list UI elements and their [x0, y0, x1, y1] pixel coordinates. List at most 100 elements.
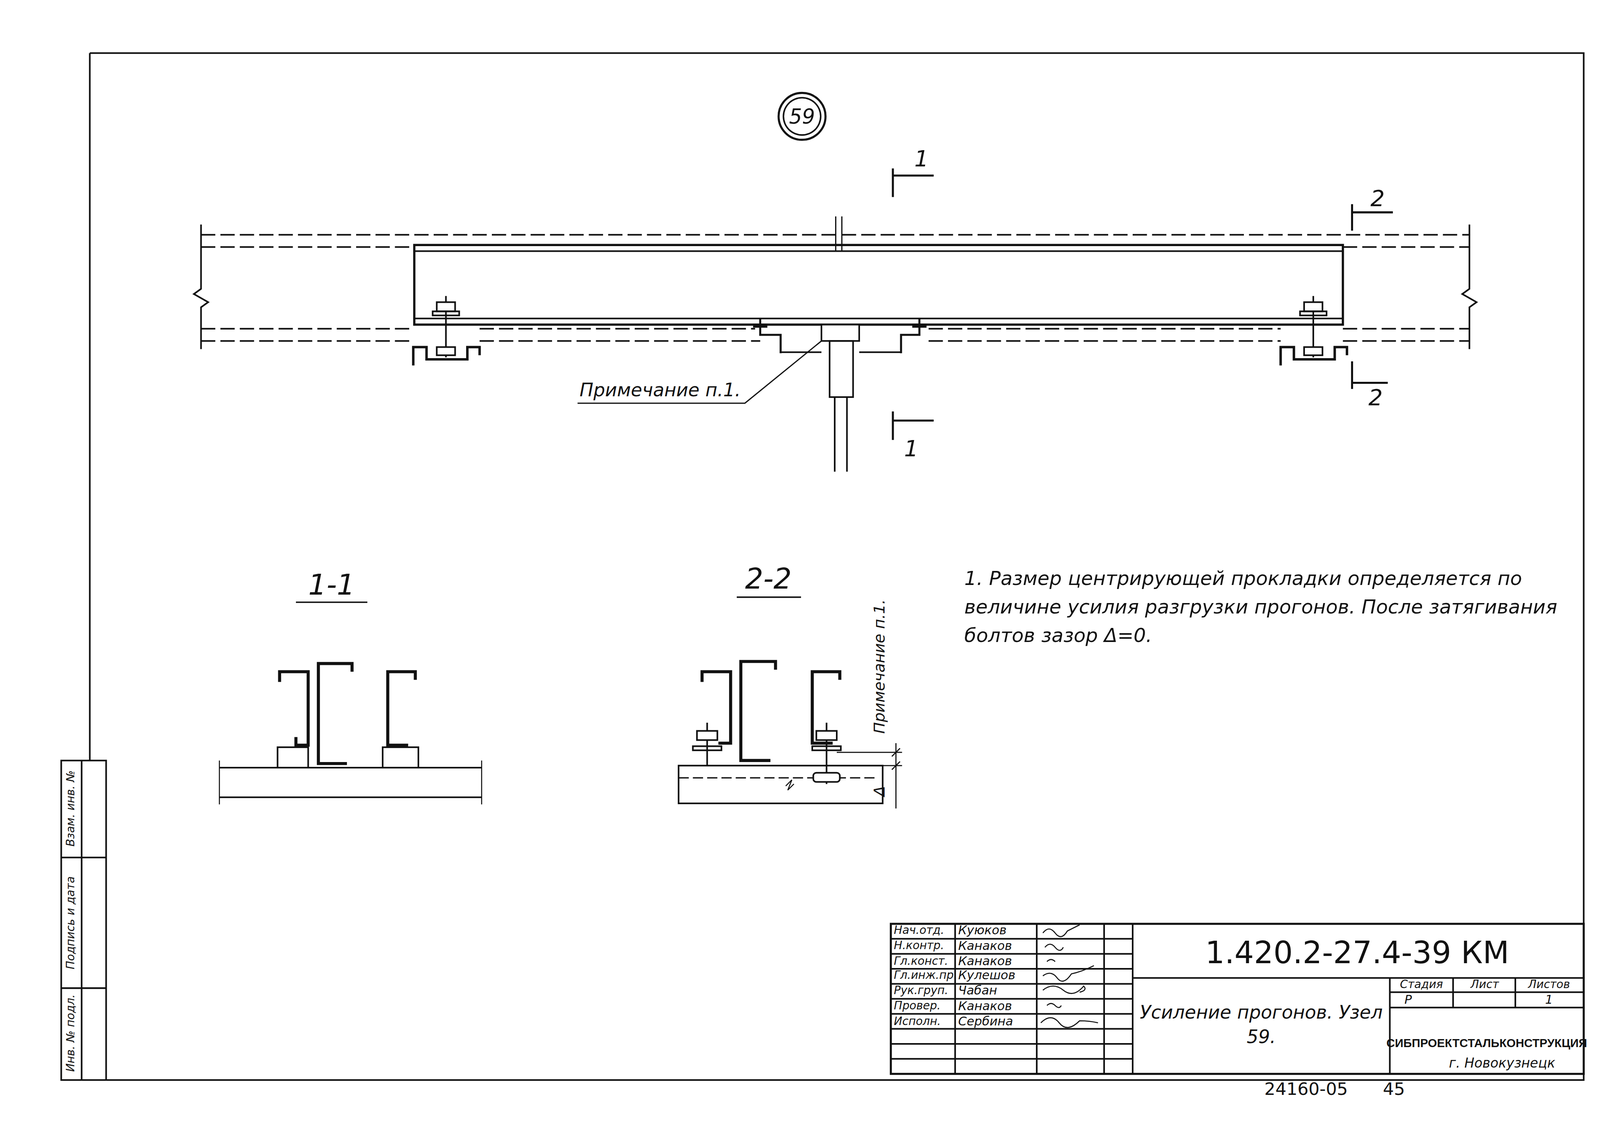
sheet-frame — [61, 760, 106, 1081]
truss-node — [753, 318, 927, 472]
header-cell: Стадия — [1400, 978, 1444, 992]
truss-node — [753, 318, 781, 353]
role-cell: Исполн. — [893, 1015, 941, 1028]
name-cell: Канаков — [957, 939, 1012, 954]
bolt-right — [1300, 311, 1327, 316]
section-1-1 — [387, 671, 416, 746]
stamp-cell: Подпись и дата — [65, 876, 78, 970]
page-number: 45 — [1382, 1079, 1405, 1099]
truss-node — [821, 324, 860, 342]
title-block — [890, 923, 1584, 1075]
stamp-cell: Взам. инв. № — [65, 770, 78, 847]
note-reference: Примечание п.1. — [579, 379, 741, 400]
bolt-right — [1304, 346, 1323, 355]
title-block — [1132, 978, 1584, 1075]
truss-node — [834, 397, 847, 472]
dimension-line — [891, 748, 900, 770]
name-cell: Кулешов — [957, 969, 1016, 984]
section-2-2 — [697, 730, 718, 740]
section-2-2 — [785, 779, 794, 790]
general-note: 1. Размер центрирующей прокладки определ… — [964, 563, 1577, 650]
section-1-1 — [219, 602, 482, 805]
bolt-left — [432, 311, 460, 316]
archive-number: 24160-05 — [1264, 1079, 1348, 1099]
signature-scribble — [1042, 925, 1080, 937]
title-block — [890, 938, 1133, 1059]
section-2-2 — [678, 777, 878, 779]
section-2-2 — [812, 671, 840, 744]
section-mark — [1351, 361, 1388, 390]
title-block — [890, 923, 1584, 1075]
stamp-cell: Инв. № подл. — [65, 994, 78, 1073]
note-reference: Примечание п.1. — [871, 599, 889, 734]
section-1-1 — [318, 663, 353, 764]
signature-scribble — [1044, 944, 1064, 951]
truss-node — [829, 340, 853, 398]
bolt-right — [1280, 295, 1348, 366]
role-cell: Рук.груп. — [893, 985, 948, 998]
bolt-right — [1280, 346, 1348, 366]
company-name: СИБПРОЕКТСТАЛЬКОНСТРУКЦИЯ — [1386, 1036, 1588, 1050]
dimension-line — [836, 752, 903, 766]
name-cell: Сербина — [957, 1014, 1013, 1029]
section-2-2 — [678, 597, 883, 804]
name-cell: Чабан — [957, 984, 997, 999]
section-title: 1-1 — [308, 570, 355, 602]
role-cell: Гл.конст. — [893, 955, 948, 968]
section-2-2 — [678, 765, 883, 804]
name-cell: Канаков — [957, 954, 1012, 969]
callout-circle: 59 — [777, 91, 827, 141]
role-cell: Нач.отд. — [893, 925, 944, 938]
leader-line — [577, 340, 822, 404]
section-2-2 — [740, 661, 776, 761]
section-1-1 — [382, 747, 419, 768]
section-title: 2-2 — [745, 564, 792, 596]
sheet-frame — [61, 52, 1584, 1081]
section-1-1 — [295, 601, 368, 604]
section-1-1 — [219, 760, 482, 805]
section-number: 1 — [914, 146, 929, 172]
section-2-2 — [812, 746, 841, 751]
section-mark — [892, 168, 934, 198]
section-number: 1 — [904, 436, 919, 462]
header-cell: Листов — [1528, 978, 1570, 992]
signature-scribble — [1040, 925, 1098, 1028]
signature-scribble — [1042, 986, 1085, 994]
value-cell: Р — [1404, 993, 1412, 1008]
section-1-1 — [279, 671, 308, 746]
truss-node — [780, 351, 901, 353]
name-cell: Куюков — [957, 924, 1007, 939]
role-cell: Провер. — [893, 1000, 941, 1013]
header-cell: Лист — [1470, 978, 1499, 992]
dimension-symbol: Δ — [871, 785, 889, 797]
signature-scribble — [1047, 959, 1056, 962]
bolt-right — [1304, 302, 1323, 312]
leader-line — [577, 340, 822, 404]
value-cell: 1 — [1544, 993, 1553, 1008]
bolt-left — [436, 302, 456, 312]
bolt-left — [413, 295, 480, 366]
reinforcing-channel — [414, 244, 1344, 325]
role-cell: Н.контр. — [893, 940, 944, 953]
callout-number: 59 — [788, 103, 816, 129]
section-1-1 — [277, 747, 308, 768]
role-cell: Гл.инж.пр. — [893, 970, 958, 983]
section-2-2 — [736, 596, 802, 599]
sheet-title: Усиление прогонов. Узел 59. — [1138, 1000, 1384, 1050]
break-line — [1462, 224, 1477, 349]
sheet-frame — [61, 52, 1584, 1081]
dimension-line — [836, 743, 903, 809]
bolt-left — [413, 346, 480, 366]
document-code: 1.420.2-27.4-39 КМ — [1205, 935, 1510, 970]
signature-scribble — [1040, 1017, 1098, 1028]
section-number: 2 — [1368, 385, 1383, 411]
section-1-1 — [219, 767, 482, 798]
section-2-2 — [692, 746, 722, 751]
section-mark — [892, 168, 1393, 441]
bolt-left — [436, 346, 456, 355]
truss-node — [900, 318, 927, 353]
section-2-2 — [816, 730, 837, 740]
break-line — [193, 224, 209, 349]
section-2-2 — [707, 722, 827, 785]
